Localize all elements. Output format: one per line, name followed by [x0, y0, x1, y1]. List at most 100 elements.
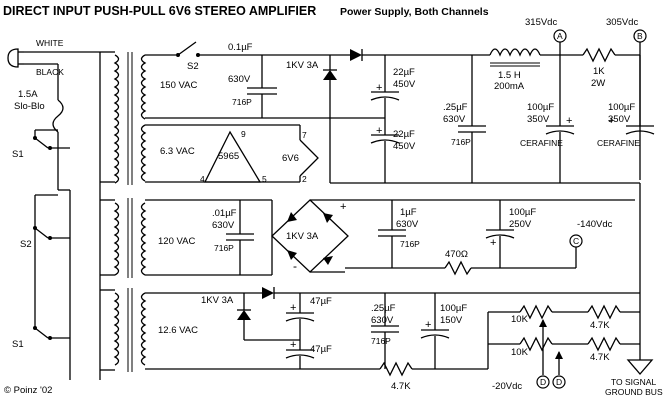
- s2-label-top: S2: [187, 61, 199, 72]
- c25-top-value: .25µF: [443, 102, 468, 113]
- svg-text:5: 5: [262, 174, 267, 184]
- pot2-icon: [519, 336, 553, 352]
- node-d1-label: D: [540, 377, 546, 387]
- c22a-value: 22µF: [393, 67, 415, 78]
- fuse-type-label: Slo-Blo: [14, 101, 45, 112]
- ground-label-2: GROUND BUS: [605, 387, 663, 397]
- node-d1-marker: [536, 375, 550, 389]
- c100b-brand: CERAFINE: [597, 138, 640, 148]
- ground-label-1: TO SIGNAL: [611, 377, 656, 387]
- s1-switch-top: [33, 136, 70, 150]
- tube-rect-label: 5965: [218, 151, 239, 162]
- svg-text:+: +: [425, 319, 431, 331]
- c100a-value: 100µF: [527, 102, 554, 113]
- voltage-d-label: -20Vdc: [492, 381, 522, 392]
- copyright-label: © Poinz '02: [4, 385, 52, 396]
- ac-plug-icon: [7, 48, 24, 68]
- pot1-icon: [519, 304, 553, 320]
- svg-text:+: +: [376, 82, 382, 94]
- c22a-voltage: 450V: [393, 79, 416, 90]
- r-1k-power: 2W: [591, 78, 605, 89]
- node-d2-label: D: [556, 377, 562, 387]
- r-1k-value: 1K: [593, 66, 605, 77]
- s2-label-left: S2: [20, 239, 32, 250]
- c100d-voltage: 150V: [440, 315, 463, 326]
- c-top-value: 0.1µF: [228, 42, 253, 53]
- svg-text:+: +: [376, 125, 382, 137]
- r47k-a-icon: [587, 304, 621, 320]
- c22b-voltage: 450V: [393, 141, 416, 152]
- choke-inductance: 1.5 H: [498, 70, 521, 81]
- svg-text:+: +: [340, 201, 346, 213]
- t1-filament-label: 6.3 VAC: [160, 146, 195, 157]
- choke-icon: [489, 48, 541, 57]
- c22b-value: 22µF: [393, 129, 415, 140]
- c100b-value: 100µF: [608, 102, 635, 113]
- svg-text:+: +: [608, 115, 614, 127]
- c1uf-voltage: 630V: [396, 219, 419, 230]
- tube-6v6-label: 6V6: [282, 153, 299, 164]
- diagram-title: DIRECT INPUT PUSH-PULL 6V6 STEREO AMPLIF…: [3, 4, 316, 18]
- r47k-low-icon: [379, 361, 413, 377]
- diode-rail-icon: [350, 49, 362, 61]
- c1uf-value: 1µF: [400, 207, 417, 218]
- ground-icon: [626, 359, 654, 375]
- r470-icon: [444, 260, 472, 276]
- diode-low-label: 1KV 3A: [201, 295, 234, 306]
- node-c-marker: [569, 234, 583, 248]
- s1-label-top: S1: [12, 149, 24, 160]
- c25-low-value: .25µF: [371, 303, 396, 314]
- s2-switch-top: [176, 41, 200, 57]
- diode-low-icon: [237, 310, 251, 320]
- c100b-voltage: 350V: [608, 114, 631, 125]
- r47k-low-value: 4.7K: [391, 381, 411, 392]
- black-wire-label: BLACK: [36, 67, 64, 77]
- s2-switch-left: [33, 226, 70, 240]
- svg-text:+: +: [290, 302, 296, 314]
- tube-6v6-filament-icon: [299, 139, 319, 177]
- svg-text:2: 2: [302, 174, 307, 184]
- voltage-c-label: -140Vdc: [577, 219, 613, 230]
- white-wire-label: WHITE: [36, 38, 64, 48]
- r470-value: 470Ω: [445, 249, 468, 260]
- c100d-value: 100µF: [440, 303, 467, 314]
- t3-label: 12.6 VAC: [158, 325, 198, 336]
- c-mid-type: 716P: [214, 243, 234, 253]
- s1-switch-bottom: [33, 326, 70, 340]
- node-c-label: C: [573, 236, 579, 246]
- r-1k-icon: [582, 47, 616, 63]
- svg-text:+: +: [490, 237, 496, 249]
- c-mid-voltage: 630V: [212, 220, 235, 231]
- t2-label: 120 VAC: [158, 236, 195, 247]
- svg-text:+: +: [290, 339, 296, 351]
- svg-text:9: 9: [241, 129, 246, 139]
- node-b-marker: [633, 29, 647, 43]
- bridge-label: 1KV 3A: [286, 231, 319, 242]
- fuse-rating-label: 1.5A: [18, 89, 38, 100]
- r47k-a-value: 4.7K: [590, 320, 610, 331]
- c47b-value: 47µF: [310, 344, 332, 355]
- transformer-3-icon: [100, 288, 147, 372]
- c100a-brand: CERAFINE: [520, 138, 563, 148]
- diagram-subtitle: Power Supply, Both Channels: [340, 6, 489, 18]
- c100c-value: 100µF: [509, 207, 536, 218]
- svg-text:+: +: [566, 115, 572, 127]
- node-a-label: A: [557, 31, 563, 41]
- node-a-marker: [553, 29, 567, 43]
- transformer-2-icon: [100, 198, 147, 278]
- diode-top-label: 1KV 3A: [286, 60, 319, 71]
- c47a-value: 47µF: [310, 296, 332, 307]
- r47k-b-value: 4.7K: [590, 352, 610, 363]
- pot1-value: 10K: [511, 314, 529, 325]
- node-d2-marker: [552, 375, 566, 389]
- c1uf-type: 716P: [400, 239, 420, 249]
- s1-label-bottom: S1: [12, 339, 24, 350]
- voltage-b-label: 305Vdc: [606, 17, 638, 28]
- svg-text:-: -: [293, 259, 297, 273]
- node-b-label: B: [637, 31, 643, 41]
- choke-current: 200mA: [494, 81, 525, 92]
- diode-top-icon: [323, 70, 337, 80]
- voltage-a-label: 315Vdc: [525, 17, 557, 28]
- c25-top-type: 716P: [451, 137, 471, 147]
